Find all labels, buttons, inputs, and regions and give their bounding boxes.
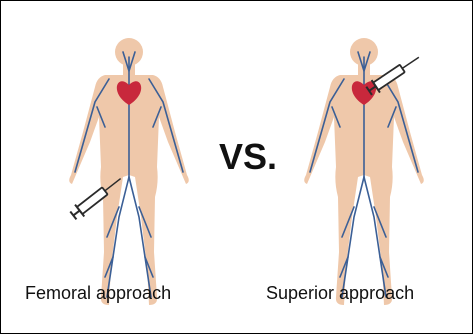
femoral-approach-caption: Femoral approach xyxy=(25,284,171,302)
vs-label: VS. xyxy=(219,139,277,175)
right-body-icon xyxy=(304,38,424,305)
superior-approach-caption: Superior approach xyxy=(266,284,414,302)
left-body-icon xyxy=(69,38,189,305)
